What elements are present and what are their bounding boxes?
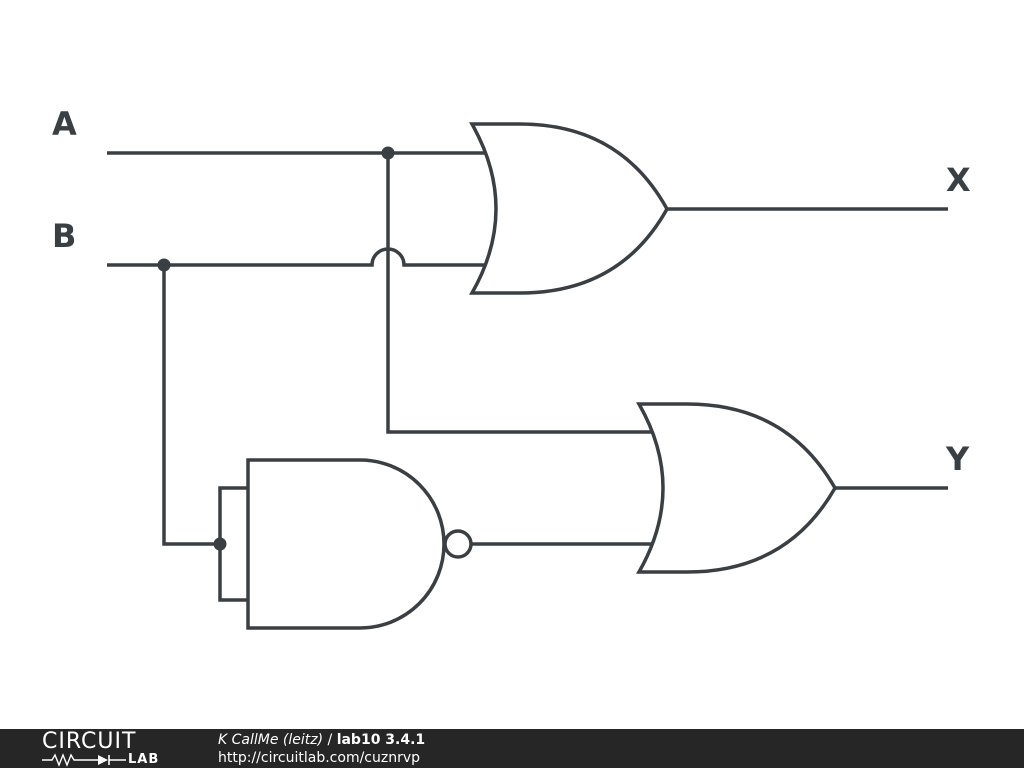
or-gate-1	[468, 122, 670, 295]
wire-b-tap-to-nand	[162, 265, 220, 546]
credit-line-1: K CallMe (leitz) / lab10 3.4.1	[218, 731, 425, 749]
footer-bar: CIRCUIT LAB K CallMe (leitz) / lab10 3.4…	[0, 729, 1024, 768]
logo-bottom-row: LAB	[42, 753, 177, 767]
label-input-b: B	[52, 217, 76, 255]
label-output-x: X	[946, 161, 971, 199]
junction-dot-nand-input	[213, 537, 227, 551]
nand-inversion-bubble	[443, 529, 473, 559]
circuit-url-link[interactable]: http://circuitlab.com/cuznrvp	[218, 750, 421, 766]
label-input-a: A	[52, 105, 77, 143]
nand-gate	[246, 458, 446, 630]
circuitlab-logo[interactable]: CIRCUIT LAB	[42, 731, 177, 767]
junction-dot-a	[381, 146, 395, 160]
logo-wordmark-bottom: LAB	[128, 752, 160, 767]
logo-wordmark-top: CIRCUIT	[42, 729, 137, 754]
label-output-y: Y	[945, 440, 970, 478]
wire-a-tap-to-or2	[386, 153, 652, 434]
junction-dot-b	[157, 258, 171, 272]
credit-text: K CallMe (leitz) / lab10 3.4.1 http://ci…	[218, 731, 425, 767]
author-link[interactable]: K CallMe (leitz)	[218, 732, 324, 748]
circuit-title-link[interactable]: lab10 3.4.1	[336, 732, 426, 748]
or-gate-2	[635, 402, 838, 574]
resistor-diode-icon	[42, 753, 126, 767]
credit-separator: /	[323, 732, 337, 748]
